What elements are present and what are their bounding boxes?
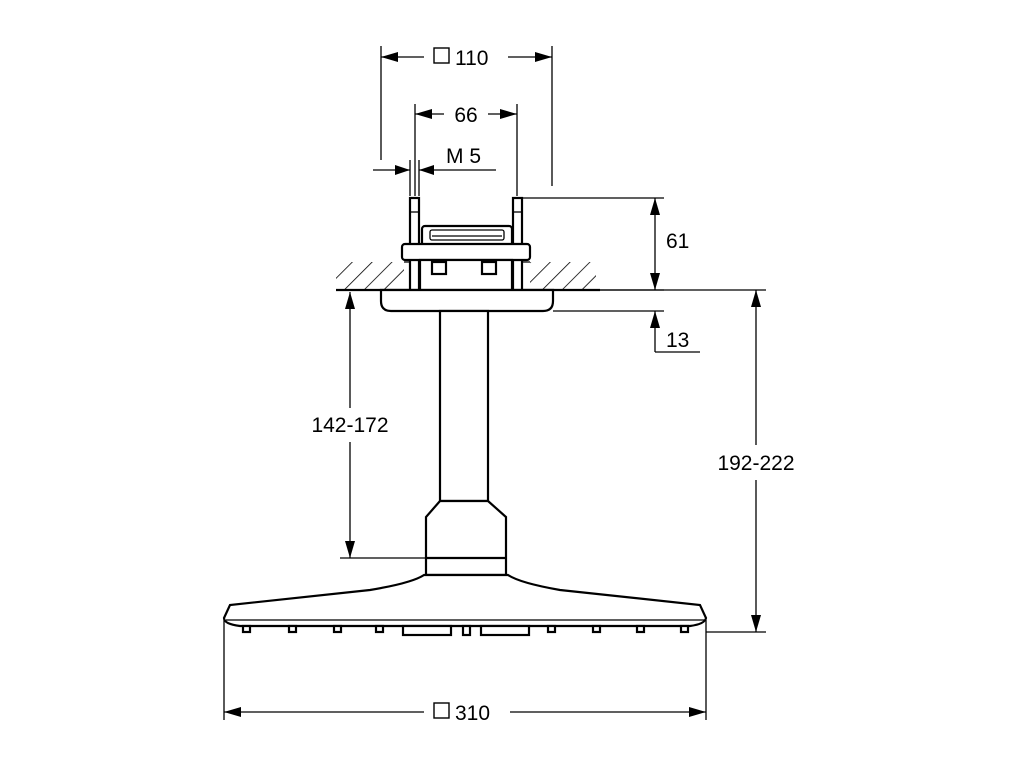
nozzle-row bbox=[241, 624, 690, 637]
dimension-110: 110 bbox=[380, 46, 553, 186]
dimension-m5: M 5 bbox=[373, 145, 496, 196]
square-symbol bbox=[433, 47, 450, 64]
shower-head bbox=[222, 573, 708, 637]
dimension-13-label: 13 bbox=[666, 329, 689, 352]
shower-arm bbox=[424, 309, 508, 577]
dimension-13: 13 bbox=[553, 310, 700, 353]
dimension-310-label: 310 bbox=[455, 702, 490, 725]
ceiling-rosette bbox=[379, 288, 555, 313]
dimension-142-172: 142-172 bbox=[311, 292, 426, 559]
dimension-192-222-label: 192-222 bbox=[717, 452, 794, 475]
dimension-61-label: 61 bbox=[666, 230, 689, 253]
dimension-192-222: 192-222 bbox=[600, 289, 795, 633]
mounting-bracket bbox=[400, 196, 532, 292]
dimension-66-label: 66 bbox=[454, 104, 477, 127]
dimension-310: 310 bbox=[223, 620, 707, 725]
dimension-142-172-label: 142-172 bbox=[311, 414, 388, 437]
dimension-66: 66 bbox=[414, 104, 518, 196]
dimension-m5-label: M 5 bbox=[446, 145, 481, 168]
dimension-110-label: 110 bbox=[455, 47, 488, 70]
square-symbol bbox=[433, 702, 450, 719]
